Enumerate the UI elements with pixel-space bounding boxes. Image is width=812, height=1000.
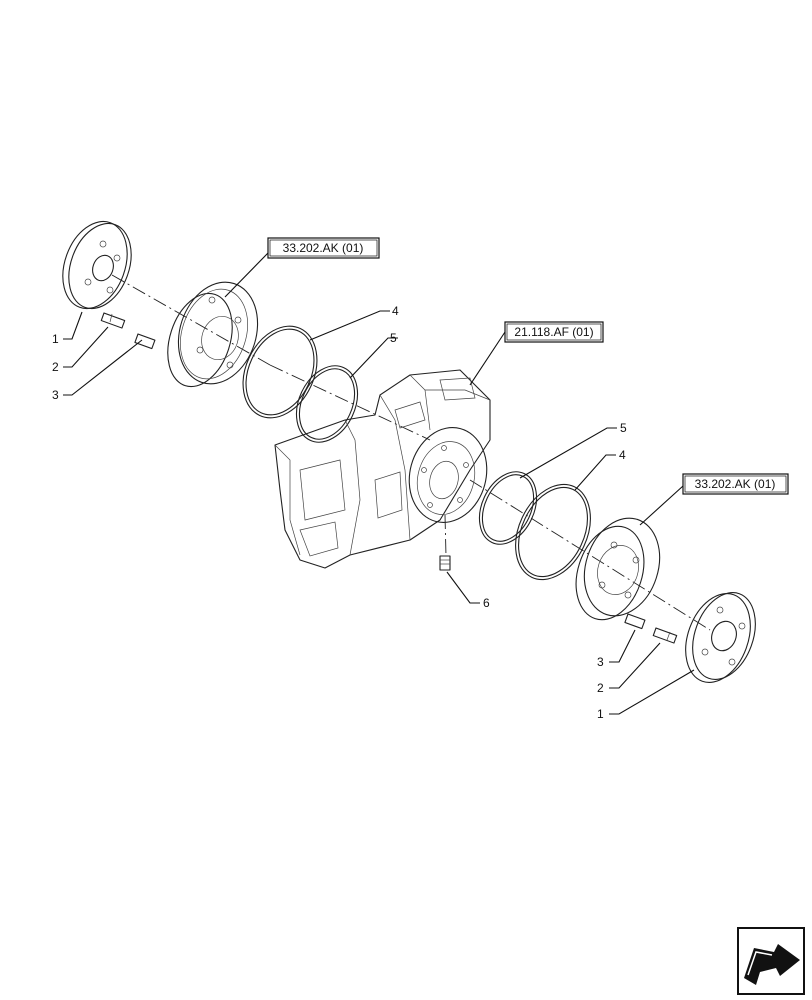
left-brake-disc [62, 220, 132, 310]
callout-center-6: 6 [483, 596, 490, 610]
right-o-ring-large [515, 483, 591, 581]
callout-right-1: 1 [597, 707, 604, 721]
left-dowel [134, 333, 156, 350]
callout-left-4: 4 [392, 304, 399, 318]
right-o-ring-small [478, 471, 538, 545]
ref-brake-left-label: 33.202.AK (01) [283, 241, 364, 255]
right-brake-drum [575, 517, 661, 621]
next-page-arrow-icon[interactable] [737, 927, 805, 995]
ref-housing-label: 21.118.AF (01) [514, 325, 593, 339]
callout-right-2: 2 [597, 681, 604, 695]
left-brake-drum [167, 281, 259, 388]
drain-plug [439, 555, 451, 571]
ref-box-brake-right[interactable]: 33.202.AK (01) [682, 473, 789, 495]
transmission-housing [274, 369, 491, 569]
callout-left-5: 5 [390, 331, 397, 345]
callout-left-2: 2 [52, 360, 59, 374]
ref-brake-right-label: 33.202.AK (01) [695, 477, 776, 491]
left-o-ring-large [242, 325, 318, 419]
right-brake-disc [685, 592, 756, 683]
leader-lines [63, 252, 695, 715]
callout-left-3: 3 [52, 388, 59, 402]
right-dowel [624, 613, 646, 630]
callout-right-4: 4 [619, 448, 626, 462]
right-bolt [652, 627, 678, 644]
ref-box-brake-left[interactable]: 33.202.AK (01) [267, 237, 380, 259]
ref-box-housing[interactable]: 21.118.AF (01) [504, 321, 604, 343]
left-o-ring-small [295, 365, 359, 443]
callout-numbers: 1 2 3 4 5 5 4 6 3 2 1 [52, 304, 627, 721]
callout-right-5: 5 [620, 421, 627, 435]
callout-right-3: 3 [597, 655, 604, 669]
axis-lines [111, 274, 711, 631]
left-bolt [100, 312, 126, 329]
callout-left-1: 1 [52, 332, 59, 346]
